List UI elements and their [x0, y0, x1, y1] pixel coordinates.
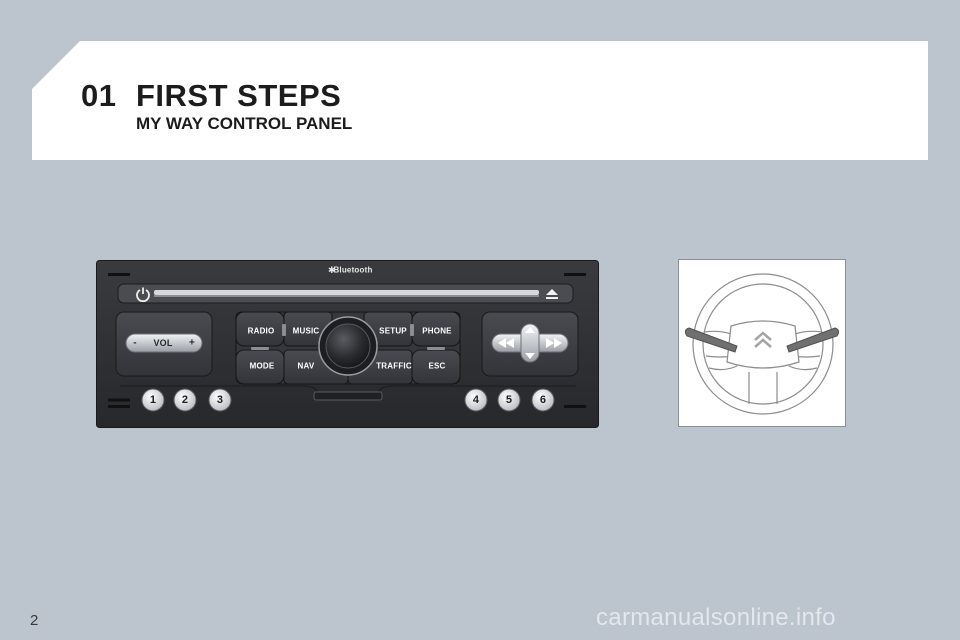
citroen-logo-icon	[754, 331, 772, 348]
preset-button-6[interactable]: 6	[539, 394, 547, 406]
preset-button-1[interactable]: 1	[149, 394, 157, 406]
header-band	[32, 41, 928, 160]
music-button[interactable]: MUSIC	[292, 326, 320, 336]
eject-icon	[546, 289, 558, 299]
preset-button-4[interactable]: 4	[472, 394, 480, 406]
steering-wheel-icon	[684, 273, 840, 415]
power-icon	[136, 287, 150, 302]
radio-button[interactable]: RADIO	[247, 326, 275, 336]
preset-button-3[interactable]: 3	[216, 394, 224, 406]
up-button[interactable]	[524, 326, 536, 334]
section-number: 01	[81, 78, 117, 113]
arrow-down-icon	[525, 353, 535, 359]
rewind-button[interactable]	[496, 337, 516, 349]
rewind-icon	[498, 338, 514, 348]
volume-plus[interactable]: +	[188, 337, 196, 349]
left-control-stalk	[684, 327, 738, 353]
power-button[interactable]	[134, 286, 152, 302]
steering-wheel-panel	[678, 259, 846, 427]
page-number: 2	[30, 612, 39, 629]
bluetooth-label: Bluetooth	[333, 265, 373, 275]
bluetooth-icon: ✱	[328, 265, 336, 275]
radio-body-graphic	[96, 260, 599, 428]
fast-forward-button[interactable]	[544, 337, 564, 349]
page-title: FIRST STEPS	[136, 78, 342, 113]
page-subtitle: MY WAY CONTROL PANEL	[136, 114, 353, 133]
esc-button[interactable]: ESC	[428, 361, 446, 371]
fast-forward-icon	[546, 338, 562, 348]
eject-button[interactable]	[544, 287, 560, 301]
setup-button[interactable]: SETUP	[379, 326, 407, 336]
volume-label: VOL	[153, 338, 173, 348]
preset-button-2[interactable]: 2	[181, 394, 189, 406]
watermark: carmanualsonline.info	[596, 604, 836, 631]
volume-minus[interactable]: -	[133, 337, 137, 349]
nav-button[interactable]: NAV	[297, 361, 315, 371]
arrow-up-icon	[525, 327, 535, 333]
traffic-button[interactable]: TRAFFIC	[376, 361, 412, 371]
preset-button-5[interactable]: 5	[505, 394, 513, 406]
down-button[interactable]	[524, 352, 536, 360]
radio-control-panel: ✱ Bluetooth - VOL + RADIO MUSIC SETUP PH…	[96, 260, 599, 428]
volume-control[interactable]: - VOL +	[126, 334, 202, 352]
mode-button[interactable]: MODE	[249, 361, 275, 371]
phone-button[interactable]: PHONE	[422, 326, 452, 336]
right-control-stalk	[786, 327, 840, 353]
central-rotary-knob[interactable]	[319, 317, 377, 375]
